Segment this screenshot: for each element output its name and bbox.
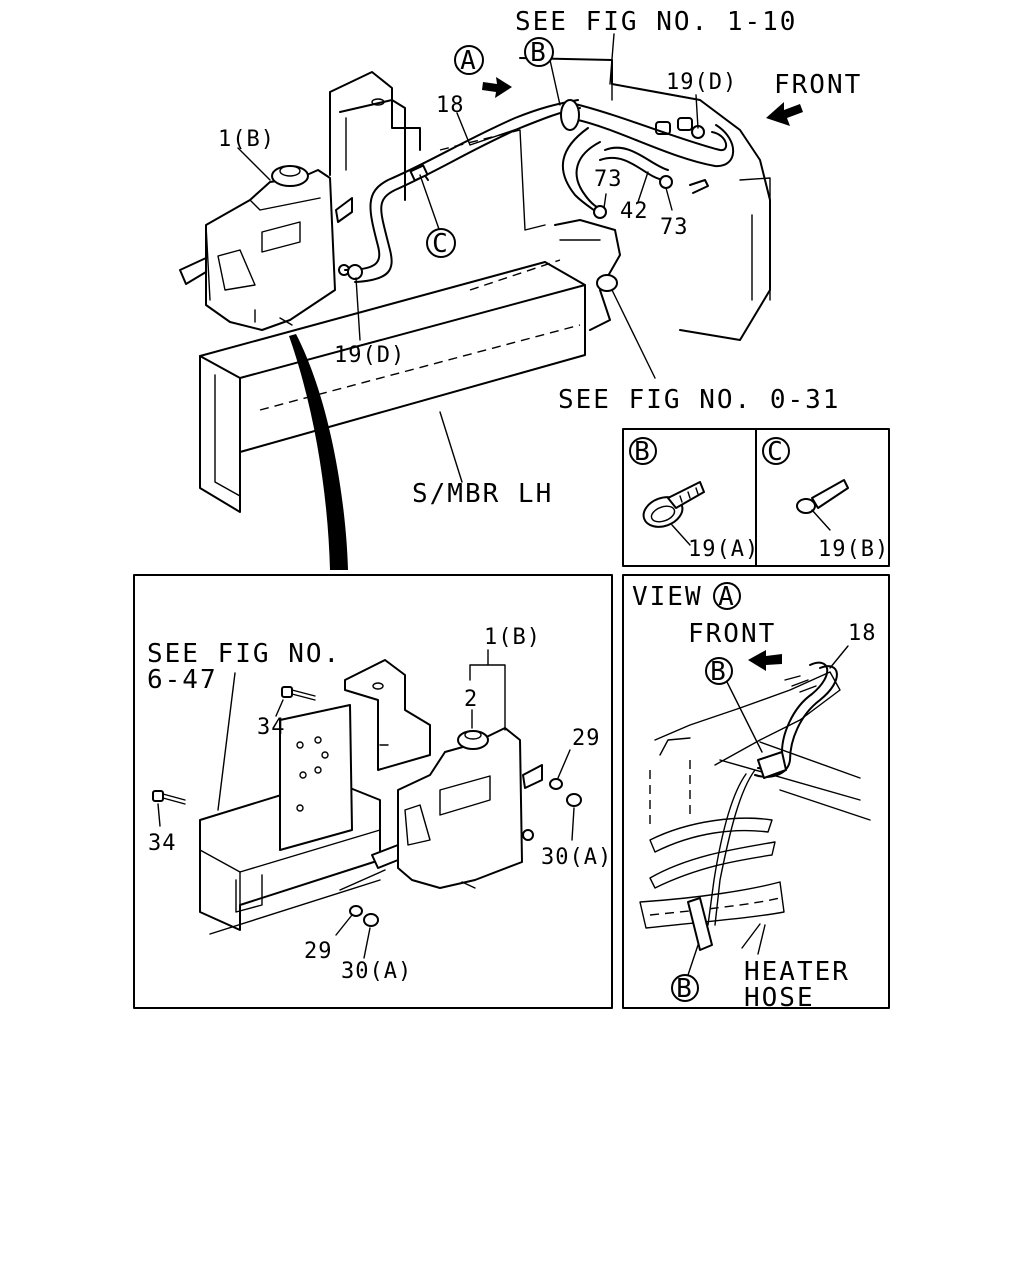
view-a-callout-b-top [705, 657, 733, 685]
inset-pointer-wedge [289, 334, 348, 570]
reservoir-tank [179, 165, 353, 331]
inset-ref-fig-line1: SEE FIG NO. [147, 639, 341, 669]
washers-nuts [349, 778, 582, 927]
clamps-main [347, 125, 705, 292]
side-member-label: S/MBR LH [412, 479, 553, 509]
bolts [152, 686, 316, 805]
part-1b-label: 1(B) [218, 127, 275, 152]
inset-part-30a-bottom-label: 30(A) [341, 959, 412, 984]
inset-part-2-label: 2 [464, 687, 478, 712]
ref-fig-1-10: SEE FIG NO. 1-10 [515, 7, 797, 37]
part-73-b-label: 73 [660, 215, 689, 240]
inset-panel: SEE FIG NO. 6-47 1(B) 2 29 30(A) 34 34 2… [133, 574, 613, 1009]
inset-part-30a-right-label: 30(A) [541, 845, 612, 870]
inset-part-1b-label: 1(B) [484, 625, 541, 650]
detail-b-callout: B [634, 437, 652, 467]
view-a-part-18-label: 18 [848, 621, 877, 646]
detail-panel-bc: B 19(A) C 19(B) [622, 428, 890, 567]
ref-fig-0-31: SEE FIG NO. 0-31 [558, 385, 840, 415]
view-a-front-label: FRONT [688, 619, 776, 649]
view-a-callout-b-top-label: B [710, 657, 728, 687]
inset-part-34-top-label: 34 [257, 715, 286, 740]
inset-part-29-bottom-label: 29 [304, 939, 333, 964]
front-arrow-icon [766, 102, 803, 126]
detail-b: B 19(A) [629, 437, 759, 562]
inset-ref-fig-line2: 6-47 [147, 665, 218, 695]
callout-a-label: A [460, 46, 478, 76]
part-19d-top-label: 19(D) [666, 70, 737, 95]
view-a-direction-arrow-icon [482, 77, 512, 98]
callout-c-circle [426, 228, 456, 258]
callout-a-circle [454, 45, 484, 75]
radiator-block [329, 57, 771, 341]
view-a-title: VIEW [632, 582, 703, 612]
detail-c-part-label: 19(B) [818, 537, 889, 562]
bracket-plate [279, 704, 353, 851]
view-a-callout-circle [713, 582, 741, 610]
front-label: FRONT [774, 70, 862, 100]
inset-reservoir-tank [371, 727, 543, 889]
heater-hose-label-line1: HEATER [744, 957, 850, 987]
detail-b-part-label: 19(A) [688, 537, 759, 562]
detail-c-callout: C [767, 437, 785, 467]
part-19d-left-label: 19(D) [334, 343, 405, 368]
view-a-callout-label: A [718, 582, 736, 612]
view-a-panel: VIEW A FRONT 18 B [622, 574, 890, 1013]
part-18-label: 18 [436, 93, 465, 118]
view-a-callout-b-bottom [671, 974, 699, 1002]
callout-b-label: B [530, 38, 548, 68]
inset-part-34-left-label: 34 [148, 831, 177, 856]
part-73-a-label: 73 [594, 167, 623, 192]
heater-hose-label-line2: HOSE [744, 983, 815, 1013]
view-a-front-arrow-icon [748, 650, 782, 671]
callout-b-circle [524, 37, 554, 67]
inset-leader-lines [157, 649, 575, 959]
part-42-label: 42 [620, 199, 649, 224]
view-a-callout-b-bottom-label: B [676, 974, 694, 1004]
main-view: A B C SEE FIG NO. 1-10 FRONT 18 1(B) 19(… [179, 7, 862, 570]
hoses [344, 99, 735, 283]
detail-c: C 19(B) [762, 437, 889, 562]
side-member-frame [199, 261, 586, 513]
leader-lines-main [237, 33, 699, 483]
inset-part-29-right-label: 29 [572, 726, 601, 751]
callout-c-label: C [432, 229, 450, 259]
